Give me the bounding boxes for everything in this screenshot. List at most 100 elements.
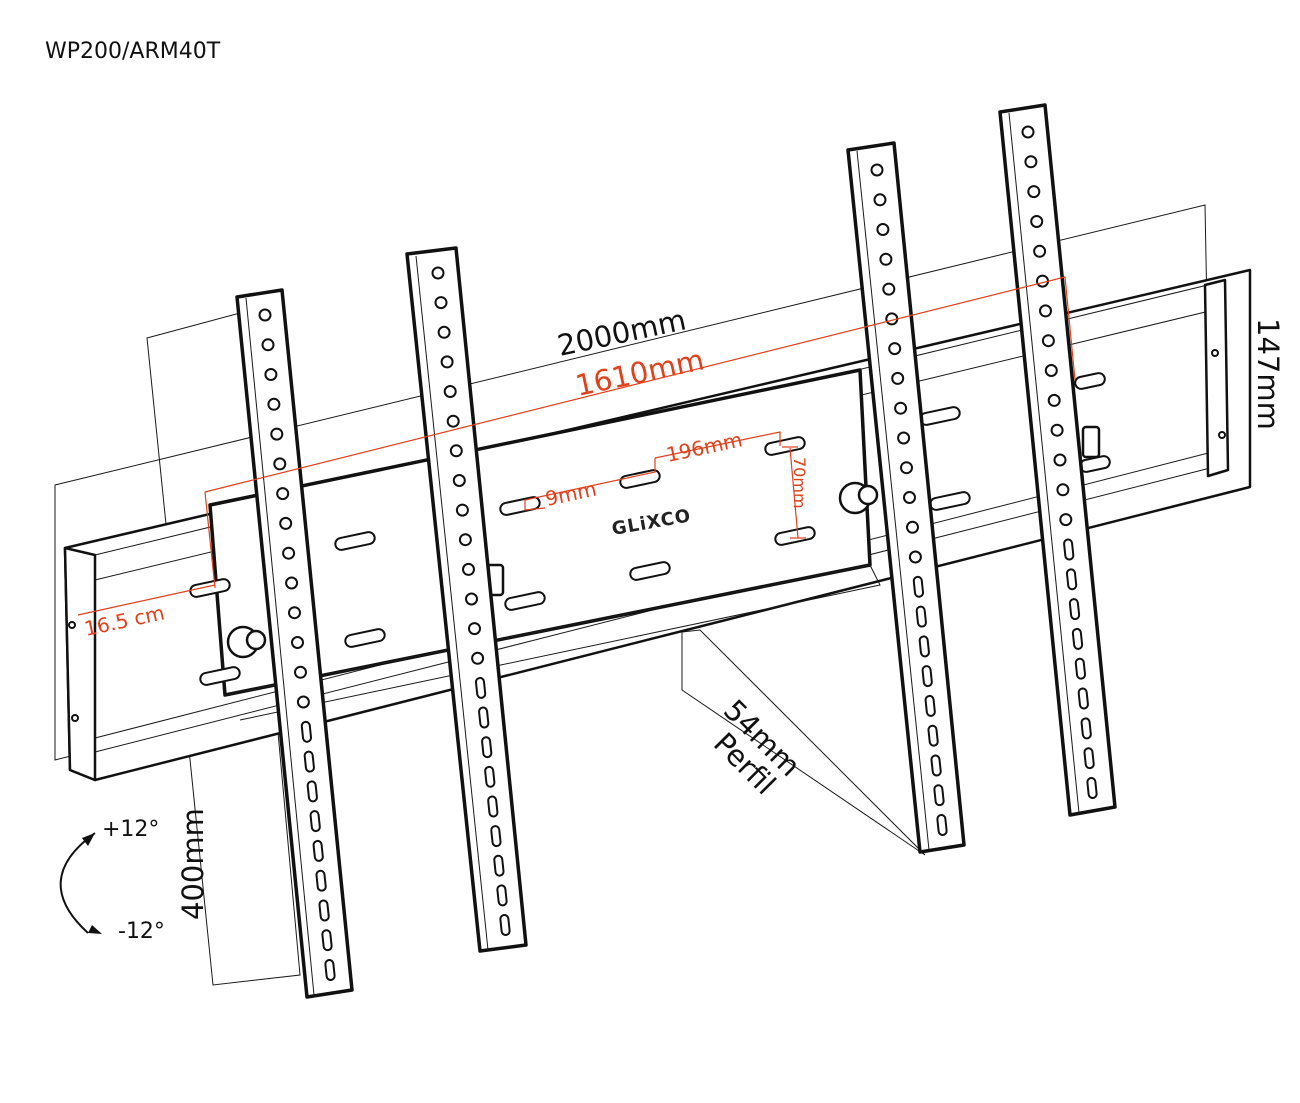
arm-slot <box>1063 538 1075 561</box>
arm-hole <box>888 342 902 356</box>
arm-slot <box>1077 687 1089 710</box>
arm-hole <box>882 282 896 296</box>
arm-hole <box>267 397 281 411</box>
arm-hole <box>261 338 275 352</box>
arm-hole <box>282 546 296 560</box>
arm-slot <box>324 959 336 981</box>
tilt-up-label: +12° <box>102 817 159 842</box>
arm-slot <box>481 736 493 759</box>
arm-hole <box>1027 185 1041 199</box>
arm-hole <box>258 308 272 322</box>
arm-slot <box>315 869 327 892</box>
vesa-slot <box>344 628 386 648</box>
arm-hole <box>1044 364 1058 377</box>
arm-slot <box>303 750 315 773</box>
arm-hole <box>468 622 481 636</box>
arm-slot <box>924 694 936 717</box>
arm-slot <box>1080 717 1092 740</box>
arm-slot <box>474 676 487 699</box>
arm-slot <box>312 839 324 862</box>
tilt-knob-left <box>226 625 267 659</box>
arm-hole <box>273 457 287 471</box>
arm-hole <box>443 385 457 398</box>
arm-hole <box>870 163 884 177</box>
arm-slot <box>490 825 502 848</box>
arm-hole <box>471 651 485 665</box>
arm-hole <box>1050 423 1064 437</box>
arm-hole <box>1021 125 1035 139</box>
arm-hole <box>296 695 310 709</box>
vesa-slot-vertical-label: 70mm <box>790 457 809 509</box>
arm-hole <box>279 516 293 530</box>
arm-hole <box>440 355 454 369</box>
vesa-slot <box>629 561 671 581</box>
arm-hole <box>873 193 887 207</box>
arm-slot <box>933 784 945 807</box>
arm-hole <box>1041 334 1055 348</box>
arm-hole <box>903 491 916 504</box>
arm-slot <box>306 780 318 803</box>
arm-slot <box>321 929 333 952</box>
arm-length-label: 400mm <box>176 808 210 920</box>
arm-hole <box>276 487 290 501</box>
arm-length-plane <box>146 312 301 986</box>
arm-hole <box>1059 513 1073 527</box>
bracket-height-label: 147mm <box>1251 318 1285 430</box>
arm-slot <box>1074 657 1087 680</box>
arm-slot <box>912 575 925 598</box>
arm-hole <box>285 576 299 590</box>
arm-hole <box>908 550 922 564</box>
tilt-arrow <box>59 832 102 934</box>
vesa-slot <box>1074 372 1106 390</box>
lock-nut <box>1081 425 1101 459</box>
arm-hole <box>1039 304 1052 318</box>
arm-slot <box>930 754 942 777</box>
arm-hole <box>465 592 478 606</box>
arm-slot <box>478 706 490 729</box>
arm-slot <box>484 765 496 788</box>
arm-slot <box>936 814 948 836</box>
arm-slot <box>493 854 505 877</box>
arm-hole <box>449 444 463 458</box>
arm-hole <box>1056 483 1070 497</box>
vesa-slot <box>189 578 231 598</box>
arm-slot <box>318 899 330 922</box>
arm-slot <box>499 914 511 936</box>
arm-hole <box>291 636 304 649</box>
arm-hole <box>452 474 466 487</box>
arm-hole <box>1030 215 1044 228</box>
vesa-slot <box>504 591 546 611</box>
vesa-slot <box>619 469 661 489</box>
arm-hole <box>455 503 469 517</box>
arm-hole <box>288 606 301 620</box>
tilt-down-label: -12° <box>118 919 165 944</box>
arm-slot <box>1086 777 1098 799</box>
arm-slot <box>300 720 313 743</box>
arm-hole <box>906 520 919 534</box>
arm-slot <box>927 724 939 747</box>
arm-slot <box>496 884 508 907</box>
arm-slot <box>1071 627 1084 650</box>
vesa-slot <box>334 531 376 551</box>
arm-hole <box>1033 244 1047 258</box>
arm-hole <box>891 371 905 385</box>
arm-hole <box>1053 453 1067 467</box>
arm-hole <box>900 461 913 475</box>
arm-hole <box>446 414 460 428</box>
arm-hole <box>876 223 890 236</box>
arm-hole <box>264 368 278 381</box>
arm-hole <box>462 562 475 576</box>
red-dimension-lines <box>77 276 1076 616</box>
tilt-knob-right <box>838 481 879 515</box>
vesa-slot <box>199 666 241 686</box>
arm-slot <box>921 665 933 688</box>
arm-hole <box>437 325 451 339</box>
arm-slot <box>1083 747 1095 770</box>
vesa-plate: GLiXCO <box>189 368 1111 721</box>
arm-holes <box>258 125 1098 981</box>
arm-slot <box>487 795 499 818</box>
arm-hole <box>294 665 307 679</box>
vesa-slot <box>764 436 806 456</box>
